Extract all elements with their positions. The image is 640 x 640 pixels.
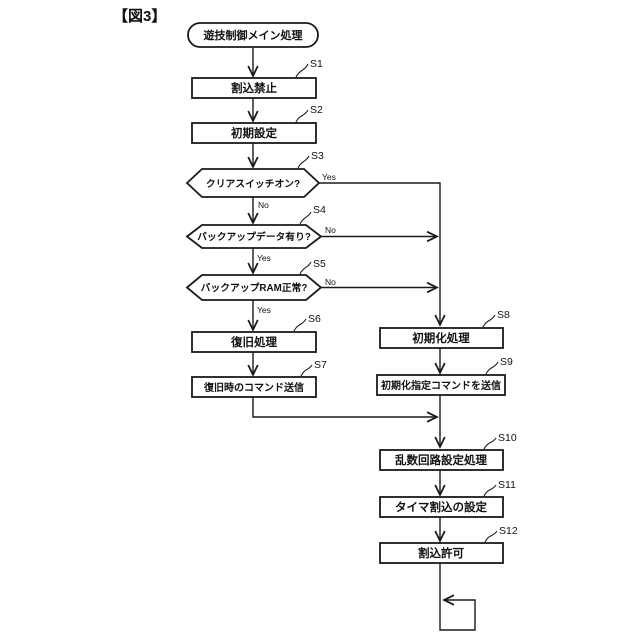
node-s11: タイマ割込の設定 S11 bbox=[379, 479, 516, 518]
s3-label: クリアスイッチオン? bbox=[206, 178, 300, 190]
s9-step-id: S9 bbox=[500, 356, 513, 368]
s2-step-id: S2 bbox=[310, 104, 323, 116]
s4-leader-line bbox=[299, 211, 312, 225]
s12-leader-line bbox=[484, 530, 498, 543]
connector-s12-loop bbox=[439, 563, 476, 631]
node-s8: 初期化処理 S8 bbox=[379, 309, 510, 349]
node-s1: 割込禁止 S1 bbox=[191, 58, 323, 99]
s5-yes-label: Yes bbox=[257, 305, 271, 315]
s5-leader-line bbox=[299, 261, 312, 275]
s11-leader-line bbox=[483, 484, 497, 497]
s6-leader-line bbox=[293, 318, 307, 332]
node-s7: 復旧時のコマンド送信 S7 bbox=[191, 359, 327, 398]
s7-step-id: S7 bbox=[314, 359, 327, 371]
s7-box bbox=[191, 376, 317, 398]
s2-label: 初期設定 bbox=[231, 126, 277, 140]
s9-label: 初期化指定コマンドを送信 bbox=[381, 379, 501, 392]
node-s4: バックアップデータ有り? S4 No Yes bbox=[185, 204, 336, 263]
node-s9: 初期化指定コマンドを送信 S9 bbox=[376, 356, 513, 396]
s3-no-label: No bbox=[258, 200, 269, 210]
s8-label: 初期化処理 bbox=[412, 331, 470, 345]
s4-hexagon bbox=[185, 224, 323, 249]
s12-label: 割込許可 bbox=[418, 546, 464, 560]
node-s3: クリアスイッチオン? S3 Yes No bbox=[185, 150, 336, 210]
s6-label: 復旧処理 bbox=[230, 335, 277, 349]
connector-s3-yes-s8 bbox=[319, 182, 440, 325]
node-s10: 乱数回路設定処理 S10 bbox=[379, 432, 517, 471]
s9-box bbox=[376, 374, 506, 396]
s11-label: タイマ割込の設定 bbox=[395, 500, 487, 514]
s3-step-id: S3 bbox=[311, 150, 324, 162]
s4-yes-label: Yes bbox=[257, 253, 271, 263]
s12-box bbox=[379, 542, 504, 564]
node-s6: 復旧処理 S6 bbox=[191, 313, 321, 353]
s5-step-id: S5 bbox=[313, 258, 326, 270]
s3-leader-line bbox=[297, 155, 310, 169]
start-terminal-label: 遊技制御メイン処理 bbox=[204, 28, 303, 42]
s7-label: 復旧時のコマンド送信 bbox=[203, 381, 304, 394]
s7-leader-line bbox=[300, 364, 313, 377]
s1-label: 割込禁止 bbox=[231, 81, 277, 95]
s10-label: 乱数回路設定処理 bbox=[395, 453, 487, 467]
figure-label: 【図3】 bbox=[113, 7, 166, 25]
s10-step-id: S10 bbox=[498, 432, 517, 444]
s8-leader-line bbox=[482, 314, 496, 328]
s2-box bbox=[191, 122, 317, 144]
s12-step-id: S12 bbox=[499, 525, 518, 537]
s5-label: バックアップRAM正常? bbox=[201, 281, 308, 294]
s11-step-id: S11 bbox=[498, 479, 516, 491]
s2-leader-line bbox=[295, 109, 309, 123]
s5-hexagon bbox=[185, 274, 323, 301]
s4-step-id: S4 bbox=[313, 204, 326, 216]
node-s2: 初期設定 S2 bbox=[191, 104, 323, 144]
connector-s7-merge bbox=[252, 397, 437, 417]
s1-step-id: S1 bbox=[310, 58, 323, 70]
s8-step-id: S8 bbox=[497, 309, 510, 321]
s6-step-id: S6 bbox=[308, 313, 321, 325]
node-s12: 割込許可 S12 bbox=[379, 525, 518, 564]
s4-label: バックアップデータ有り? bbox=[197, 230, 311, 243]
s9-leader-line bbox=[485, 361, 499, 375]
s6-box bbox=[191, 331, 317, 353]
s10-leader-line bbox=[483, 437, 497, 450]
s1-leader-line bbox=[295, 63, 309, 78]
s8-box bbox=[379, 327, 504, 349]
node-start: 遊技制御メイン処理 bbox=[187, 22, 319, 48]
s5-no-label: No bbox=[325, 277, 336, 287]
s3-yes-label: Yes bbox=[322, 172, 336, 182]
s11-box bbox=[379, 496, 504, 518]
s1-box bbox=[191, 77, 317, 99]
node-s5: バックアップRAM正常? S5 No Yes bbox=[185, 258, 336, 315]
s4-no-label: No bbox=[325, 225, 336, 235]
s10-box bbox=[379, 449, 504, 471]
s3-hexagon bbox=[185, 168, 321, 198]
